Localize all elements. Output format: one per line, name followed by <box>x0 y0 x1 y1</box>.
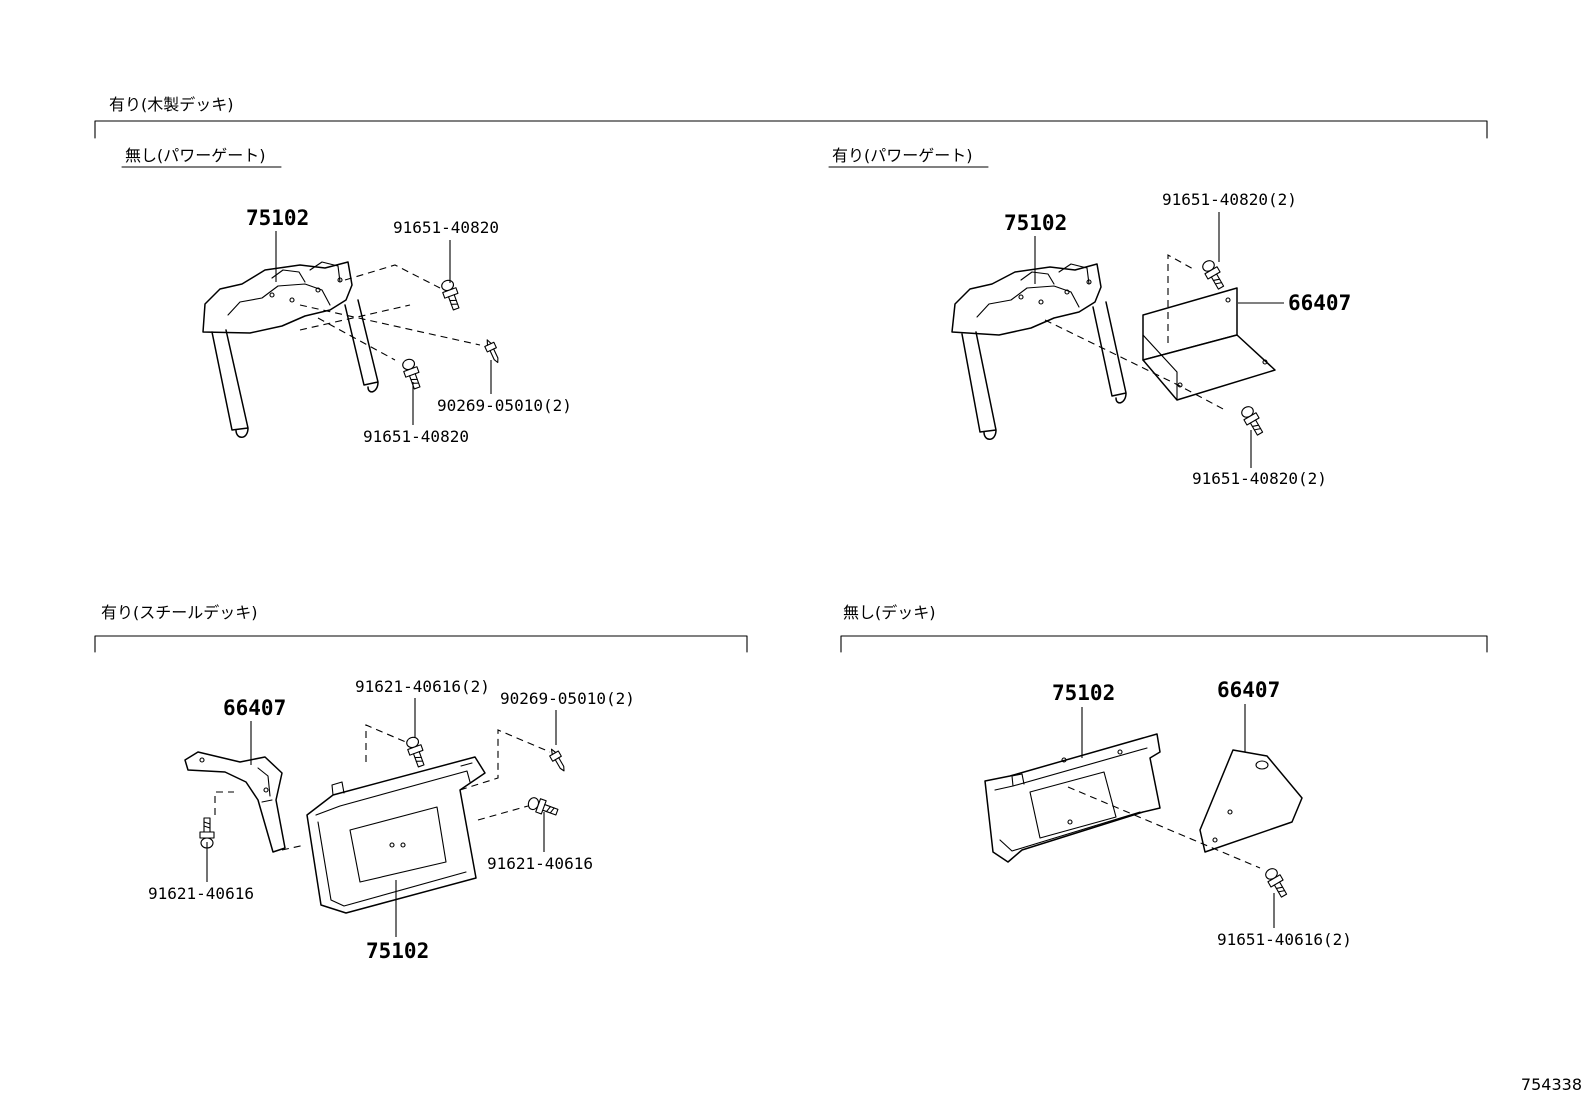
bolt-91651-40820-upper-b <box>1199 257 1228 292</box>
dashed-connector <box>477 805 529 821</box>
label-91651-40616-x2: 91651-40616(2) <box>1217 930 1352 949</box>
part-75102-frame-no-deck <box>984 733 1161 863</box>
label-66407: 66407 <box>1217 678 1280 702</box>
dashed-connector <box>281 844 306 851</box>
group-title-wood-deck: 有り(木製デッキ) <box>109 95 234 114</box>
bolt-91621-40616-x2 <box>403 734 429 769</box>
label-75102: 75102 <box>1004 211 1067 235</box>
part-66407-box <box>1142 287 1276 401</box>
subgroup-title-no-power-gate: 無し(パワーゲート) <box>125 146 266 165</box>
clip-90269-05010-steel <box>546 746 569 774</box>
dashed-connector <box>1044 319 1226 411</box>
dashed-connector <box>1067 786 1261 869</box>
label-91651-40820: 91651-40820 <box>363 427 469 446</box>
group-bracket-no-deck <box>840 635 1488 653</box>
bolt-91651-40616-x2 <box>1262 865 1291 900</box>
label-91621-40616: 91621-40616 <box>148 884 254 903</box>
dashed-connector <box>1167 254 1196 343</box>
label-66407: 66407 <box>223 696 286 720</box>
subgroup-title-with-power-gate: 有り(パワーゲート) <box>832 146 973 165</box>
label-91621-40616-x2: 91621-40616(2) <box>355 677 490 696</box>
dashed-connector <box>365 724 409 762</box>
label-75102: 75102 <box>366 939 429 963</box>
bolt-91651-40820-lower-b <box>1238 403 1267 438</box>
part-75102-bracket-a <box>202 261 379 438</box>
dashed-connector <box>317 317 396 361</box>
group-title-steel-deck: 有り(スチールデッキ) <box>101 603 258 622</box>
label-91651-40820-x2: 91651-40820(2) <box>1192 469 1327 488</box>
bolt-91621-40616-right <box>525 794 560 820</box>
dashed-connector <box>214 791 234 815</box>
label-91651-40820: 91651-40820 <box>393 218 499 237</box>
group-bracket-steel-deck <box>94 635 748 653</box>
label-90269-05010-x2: 90269-05010(2) <box>500 689 635 708</box>
label-91621-40616: 91621-40616 <box>487 854 593 873</box>
label-90269-05010-x2: 90269-05010(2) <box>437 396 572 415</box>
dashed-connector <box>344 264 441 289</box>
label-75102: 75102 <box>246 206 309 230</box>
part-66407-bracket-steel <box>184 751 286 853</box>
label-66407: 66407 <box>1288 291 1351 315</box>
label-91651-40820-x2: 91651-40820(2) <box>1162 190 1297 209</box>
diagram-id: 754338 <box>1521 1075 1582 1094</box>
dashed-connector <box>299 304 481 346</box>
bolt-91651-40820-lower <box>399 356 425 391</box>
part-75102-bracket-b <box>951 263 1127 440</box>
dashed-connector <box>459 729 551 791</box>
bolt-91651-40820-upper <box>438 277 464 312</box>
dashed-connector <box>299 304 411 331</box>
group-bracket-wood-deck <box>94 120 1488 139</box>
clip-90269-05010 <box>482 337 503 366</box>
part-66407-plate <box>1199 749 1303 853</box>
label-75102: 75102 <box>1052 681 1115 705</box>
group-title-no-deck: 無し(デッキ) <box>843 603 936 622</box>
